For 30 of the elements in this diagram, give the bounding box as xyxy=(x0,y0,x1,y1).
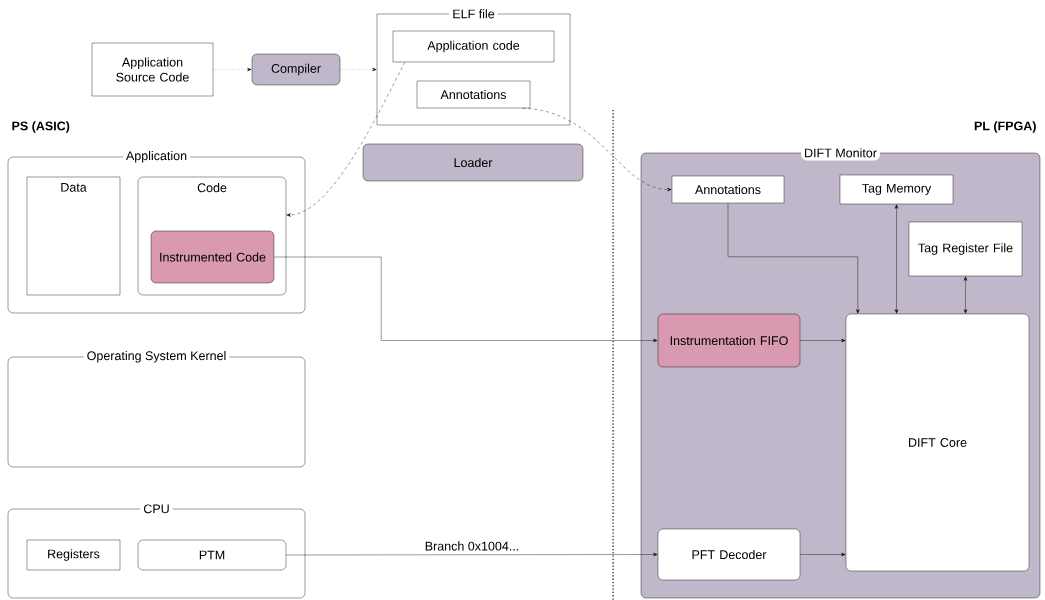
section-box: Annotations xyxy=(416,80,531,109)
component-box: Annotations xyxy=(671,175,785,204)
arrow xyxy=(274,256,658,343)
component-box: Tag Register File xyxy=(908,221,1023,277)
process-box: Loader xyxy=(362,143,584,182)
component-box: PFT Decoder xyxy=(657,528,801,581)
arrow xyxy=(286,552,658,557)
arrow xyxy=(800,338,846,343)
process-box: Instrumented Code xyxy=(150,230,275,284)
memory-box: Data xyxy=(26,176,121,296)
group-box: Operating System Kernel xyxy=(7,347,306,468)
arrow xyxy=(522,108,672,192)
section-box: Application code xyxy=(392,30,555,63)
arrow xyxy=(963,276,968,314)
arrow xyxy=(894,204,899,314)
arrow xyxy=(800,552,846,557)
region-label: PL (FPGA) xyxy=(974,121,1036,133)
arrow xyxy=(286,62,405,217)
arrow xyxy=(340,67,377,72)
component-box: Tag Memory xyxy=(839,174,954,205)
process-box: Compiler xyxy=(251,53,341,86)
component-box: Instrumentation FIFO xyxy=(657,313,801,368)
arrow xyxy=(213,67,252,72)
component-box: PTM xyxy=(137,539,287,571)
component-box: DIFT Core xyxy=(845,313,1030,572)
component-box: Registers xyxy=(26,539,121,571)
arrow xyxy=(727,203,860,314)
process-box: Application Source Code xyxy=(91,42,214,97)
region-label: PS (ASIC) xyxy=(12,121,70,133)
edge-label: Branch 0x1004... xyxy=(423,540,521,552)
